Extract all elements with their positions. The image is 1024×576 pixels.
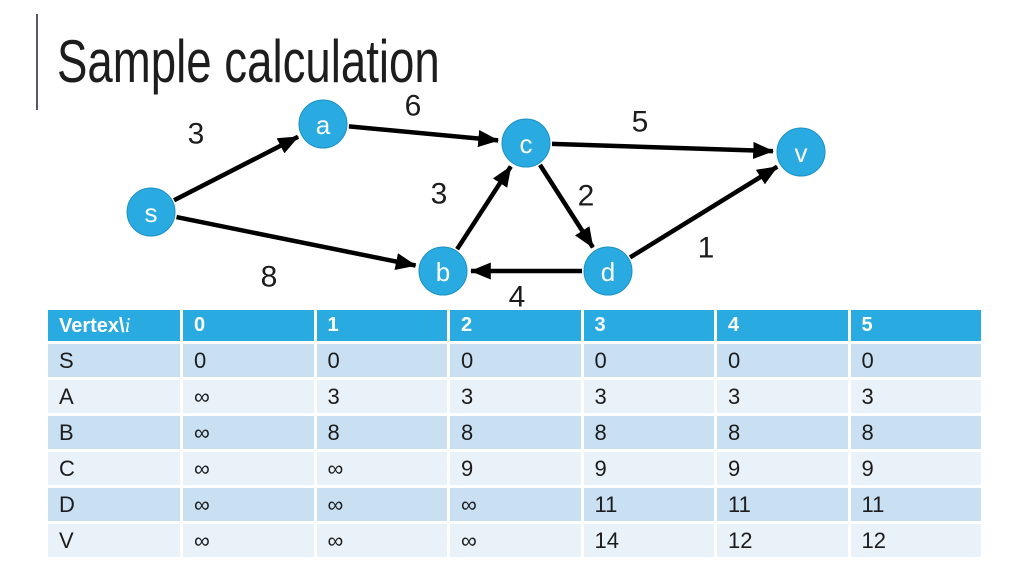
table-col-header-3: 3 (583, 310, 717, 344)
table-cell: 8 (316, 416, 450, 452)
node-s (126, 187, 176, 237)
row-label-S: S (48, 344, 183, 380)
table-cell: ∞ (316, 524, 450, 560)
row-label-V: V (48, 524, 183, 560)
table-cell: 0 (717, 344, 851, 380)
table-cell: 8 (450, 416, 584, 452)
table-cell: 12 (717, 524, 851, 560)
edge-c-to-v (551, 141, 774, 160)
corner-header-iteration-symbol: i (124, 313, 131, 337)
table-cell: 9 (717, 452, 851, 488)
node-label-b: b (436, 257, 450, 287)
table-cell: 11 (583, 488, 717, 524)
node-label-s: s (145, 198, 158, 228)
edge-weight-d-v: 1 (698, 232, 715, 265)
graph-node-labels: s a b c d v (145, 110, 808, 287)
edge-weight-s-b: 8 (261, 261, 278, 294)
table-cell: ∞ (183, 452, 317, 488)
graph-edges (173, 124, 779, 280)
page-title: Sample calculation (57, 28, 440, 95)
row-label-D: D (48, 488, 183, 524)
node-v (776, 127, 826, 177)
graph-nodes (126, 99, 826, 296)
edge-s-to-b (176, 214, 417, 270)
table-cell: 3 (850, 380, 984, 416)
edge-weight-labels: 3 6 5 3 2 1 8 4 (188, 90, 715, 314)
edge-weight-s-a: 3 (188, 118, 205, 151)
corner-header-prefix: Vertex\ (59, 315, 125, 337)
node-a (298, 99, 348, 149)
table-cell: ∞ (183, 416, 317, 452)
table-cell: 14 (583, 524, 717, 560)
node-d (583, 246, 633, 296)
row-label-B: B (48, 416, 183, 452)
node-c (501, 118, 551, 168)
table-cell: ∞ (183, 524, 317, 560)
table-cell: 0 (316, 344, 450, 380)
table-cell: 9 (850, 452, 984, 488)
table-col-header-4: 4 (717, 310, 851, 344)
table-cell: 11 (850, 488, 984, 524)
table-cell: 3 (316, 380, 450, 416)
table-cell: 3 (583, 380, 717, 416)
table-col-header-0: 0 (183, 310, 317, 344)
table-corner-header: Vertex\i (48, 310, 183, 344)
node-b (418, 246, 468, 296)
table-cell: 8 (583, 416, 717, 452)
table-cell: ∞ (183, 380, 317, 416)
table-cell: ∞ (316, 452, 450, 488)
table-cell: 9 (583, 452, 717, 488)
table-cell: 0 (583, 344, 717, 380)
edge-weight-d-b: 4 (509, 281, 526, 314)
table-cell: 8 (850, 416, 984, 452)
edge-s-to-a (173, 134, 300, 203)
node-label-v: v (795, 138, 808, 168)
edge-a-to-c (348, 124, 499, 148)
edge-weight-b-c: 3 (431, 178, 448, 211)
table-cell: ∞ (183, 488, 317, 524)
table-cell: 9 (450, 452, 584, 488)
table-cell: 12 (850, 524, 984, 560)
table-cell: 3 (450, 380, 584, 416)
edge-c-to-d (538, 163, 595, 249)
table-cell: ∞ (450, 488, 584, 524)
row-label-A: A (48, 380, 183, 416)
table-cell: 11 (717, 488, 851, 524)
row-label-C: C (48, 452, 183, 488)
title-accent-bar (36, 14, 38, 110)
table-col-header-2: 2 (450, 310, 584, 344)
edge-b-to-c (455, 165, 513, 251)
table-cell: 0 (450, 344, 584, 380)
node-label-c: c (520, 129, 533, 159)
table-cell: ∞ (450, 524, 584, 560)
edge-d-to-v (628, 164, 779, 260)
table-cell: 0 (183, 344, 317, 380)
node-label-a: a (316, 110, 331, 140)
edge-weight-c-d: 2 (578, 180, 595, 213)
table-cell: 0 (850, 344, 984, 380)
edge-weight-c-v: 5 (632, 106, 649, 139)
node-label-d: d (601, 257, 615, 287)
table-col-header-1: 1 (316, 310, 450, 344)
table-cell: 3 (717, 380, 851, 416)
table-cell: 8 (717, 416, 851, 452)
table-cell: ∞ (316, 488, 450, 524)
table-col-header-5: 5 (850, 310, 984, 344)
edge-weight-a-c: 6 (405, 90, 422, 123)
